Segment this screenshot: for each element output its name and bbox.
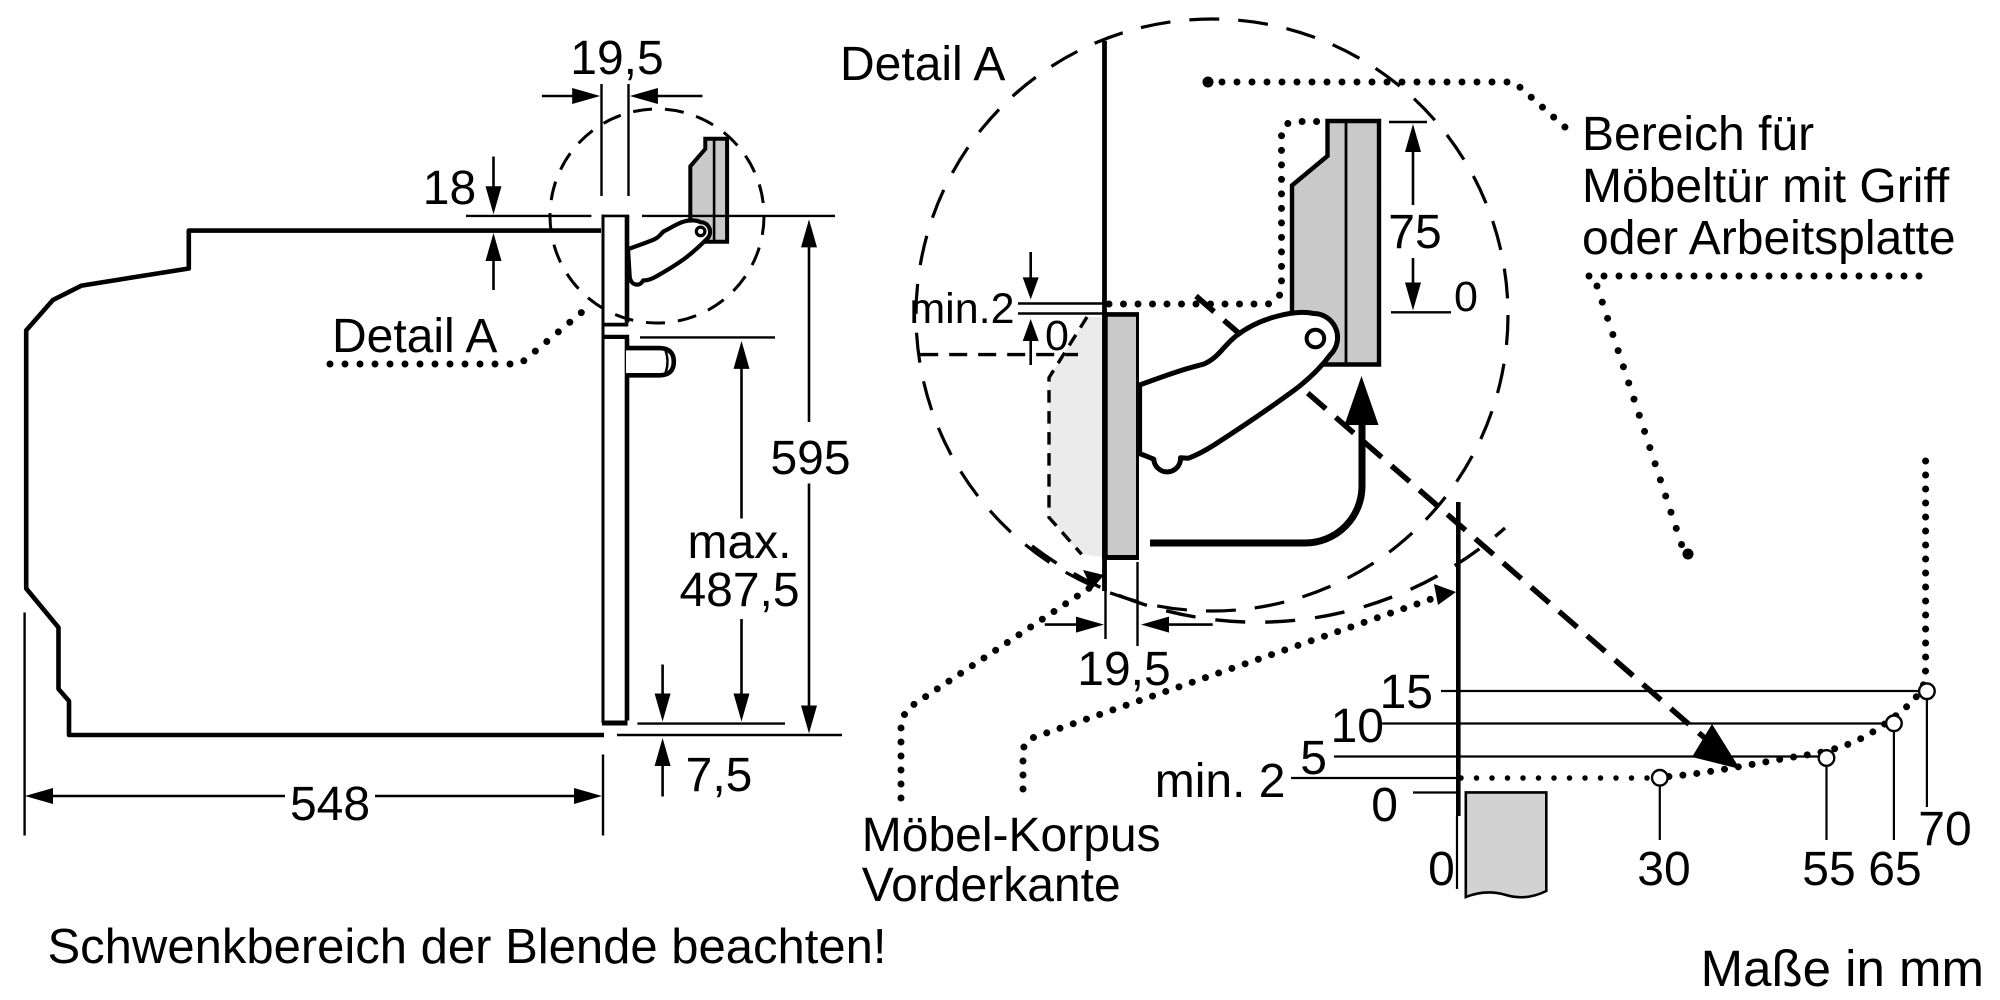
svg-text:min.2: min.2 [909, 285, 1014, 333]
svg-text:Bereich für: Bereich für [1582, 108, 1814, 161]
svg-text:min. 2: min. 2 [1155, 755, 1286, 808]
svg-text:Vorderkante: Vorderkante [862, 859, 1121, 912]
svg-text:548: 548 [290, 778, 370, 831]
svg-text:595: 595 [770, 432, 850, 485]
svg-text:0: 0 [1454, 273, 1478, 321]
svg-text:Möbeltür mit Griff: Möbeltür mit Griff [1582, 160, 1950, 213]
svg-text:Schwenkbereich der Blende beac: Schwenkbereich der Blende beachten! [48, 920, 887, 974]
svg-text:7,5: 7,5 [686, 749, 753, 802]
svg-text:18: 18 [423, 162, 476, 215]
svg-text:5: 5 [1300, 732, 1327, 785]
svg-text:max.: max. [687, 516, 791, 569]
svg-text:0: 0 [1371, 779, 1398, 832]
svg-text:70: 70 [1918, 803, 1971, 856]
svg-text:0: 0 [1045, 312, 1069, 360]
svg-text:10: 10 [1331, 700, 1384, 753]
svg-text:30: 30 [1637, 843, 1690, 896]
svg-text:487,5: 487,5 [679, 564, 799, 617]
svg-text:Detail A: Detail A [332, 310, 497, 363]
svg-text:Maße in mm: Maße in mm [1701, 940, 1984, 997]
svg-text:65: 65 [1868, 843, 1921, 896]
svg-text:oder Arbeitsplatte: oder Arbeitsplatte [1582, 212, 1956, 265]
svg-text:19,5: 19,5 [1077, 643, 1170, 696]
svg-text:Detail A: Detail A [840, 38, 1005, 91]
svg-text:55: 55 [1802, 843, 1855, 896]
svg-text:75: 75 [1388, 206, 1441, 259]
svg-text:Möbel-Korpus: Möbel-Korpus [862, 809, 1161, 862]
svg-text:19,5: 19,5 [570, 32, 663, 85]
svg-text:0: 0 [1428, 843, 1455, 896]
svg-text:15: 15 [1380, 666, 1433, 719]
